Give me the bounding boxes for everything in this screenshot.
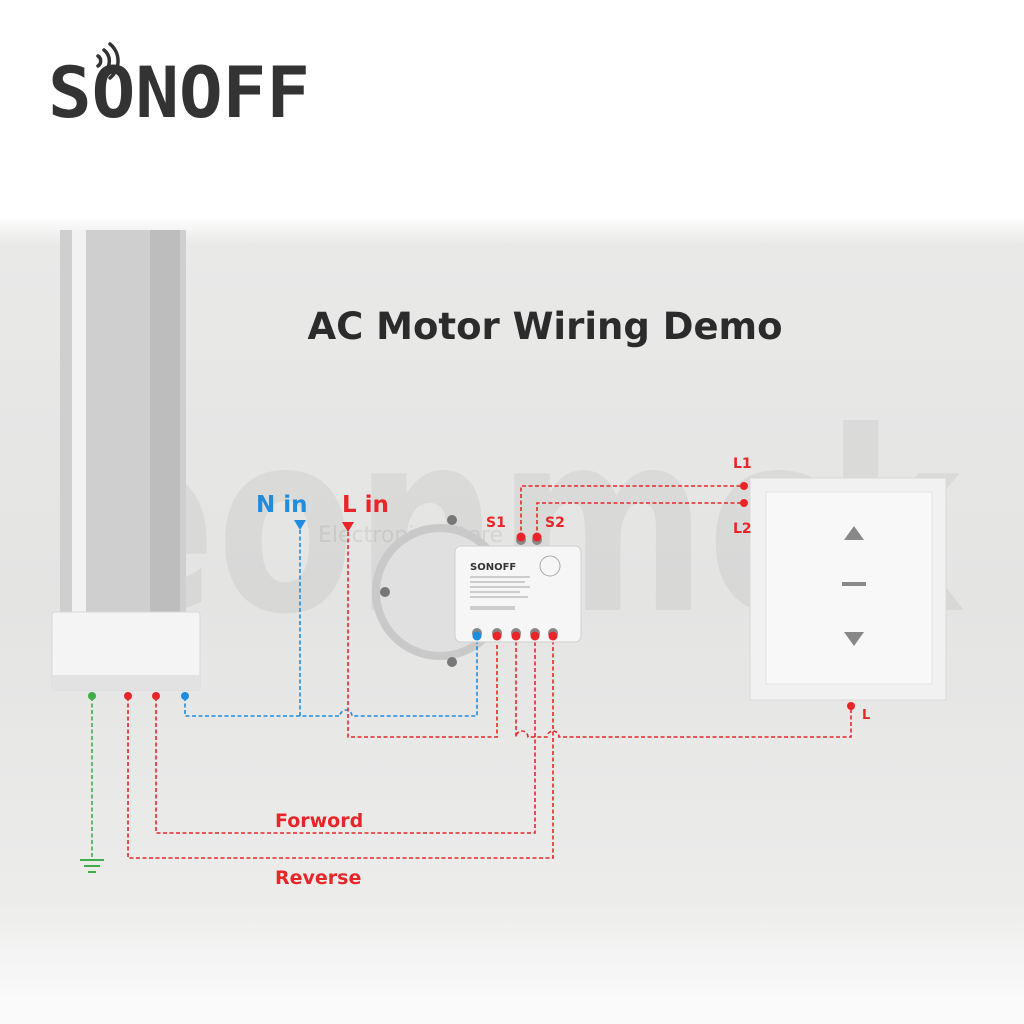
live-in-arrow-icon: [342, 522, 354, 532]
live-in-wire: [347, 532, 498, 738]
sonoff-logo: SONOFF: [48, 42, 310, 134]
ground-icon: [80, 859, 104, 873]
page-title: AC Motor Wiring Demo: [307, 305, 782, 348]
n-in-label: N in: [256, 492, 308, 518]
live-to-switch-wire: [515, 635, 852, 738]
s2-label: S2: [545, 515, 565, 531]
wifi-icon: [96, 42, 120, 80]
reverse-wire: [127, 635, 554, 859]
arrow-down-icon: [844, 632, 864, 646]
arrow-up-icon: [844, 526, 864, 540]
forward-label: Forword: [275, 810, 363, 832]
forward-wire: [155, 635, 536, 834]
l2-label: L2: [733, 521, 752, 537]
reverse-label: Reverse: [275, 867, 361, 889]
neutral-in-arrow-icon: [294, 520, 306, 530]
l-label: L: [862, 708, 870, 723]
sonoff-dual-switch-module: SONOFF: [454, 535, 582, 643]
svg-text:SONOFF: SONOFF: [48, 52, 310, 134]
s2-wire: [536, 502, 744, 537]
s1-label: S1: [486, 515, 506, 531]
l1-label: L1: [733, 456, 752, 472]
wires: [91, 485, 852, 859]
s1-wire: [520, 485, 744, 537]
svg-text:SONOFF: SONOFF: [470, 562, 516, 573]
neutral-wire: [184, 635, 478, 717]
terminal-dots: [88, 482, 855, 710]
l-in-label: L in: [342, 492, 389, 518]
cable-trunking: [51, 230, 201, 691]
stop-icon: [842, 582, 866, 586]
wall-switch: [749, 477, 947, 701]
